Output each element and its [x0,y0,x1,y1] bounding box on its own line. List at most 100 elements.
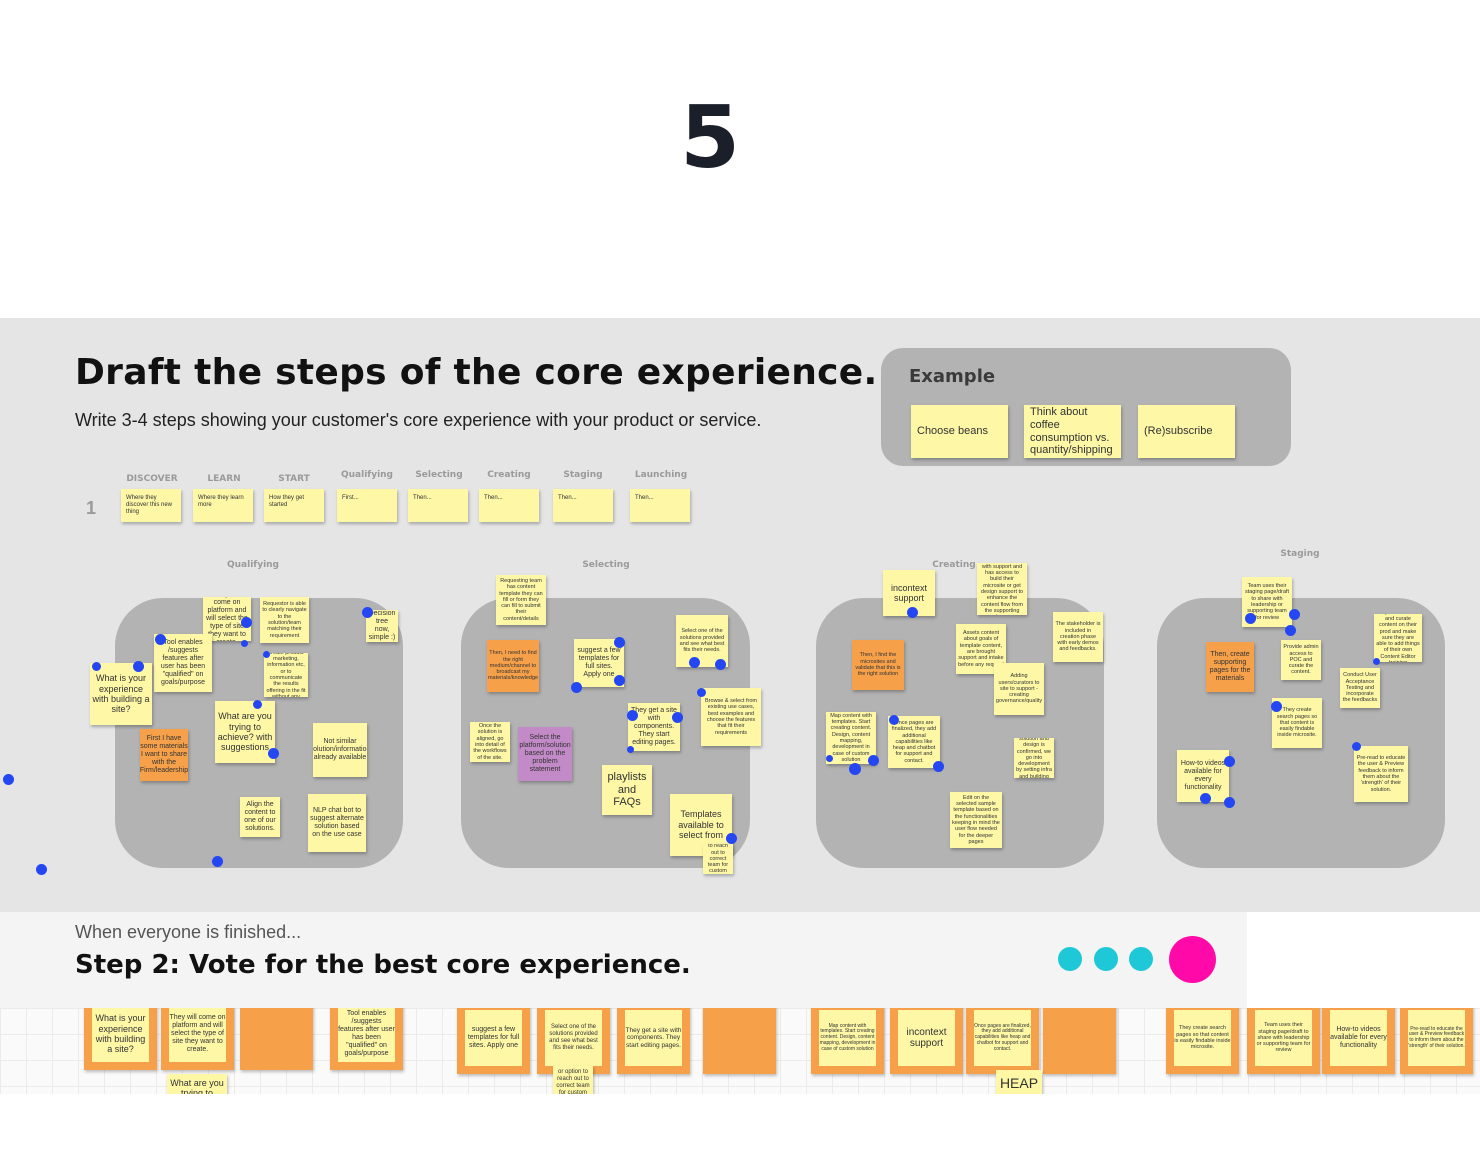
vote-note: Pre-read to educate the user & Preview f… [1408,1010,1465,1066]
sticky-note[interactable]: What is your experience with building a … [90,663,152,725]
vote-dot [614,637,625,648]
journey-note[interactable]: Where they discover this new thing [121,489,181,522]
sticky-note[interactable]: Then, I need to find the right medium/ch… [487,640,539,692]
vote-slot-empty[interactable] [240,1008,313,1070]
vote-slot[interactable]: Select one of the solutions provided and… [537,1008,610,1074]
sticky-note[interactable]: Once the solution is aligned, go into de… [470,722,510,762]
vote-slot[interactable]: Tool enables /suggests features after us… [330,1008,403,1070]
vote-slot[interactable]: They will come on platform and will sele… [161,1008,234,1070]
sticky-note[interactable]: The stakeholder is included in creation … [1053,612,1103,662]
sticky-note[interactable]: Browse & select from existing use cases,… [701,688,761,746]
sticky-note[interactable]: or option to reach out to correct team f… [703,844,733,874]
vote-slot[interactable]: What is your experience with building a … [84,1008,157,1070]
journey-note[interactable]: Then... [553,489,613,522]
vote-indicator-dot-large [1169,936,1216,983]
journey-note[interactable]: Then... [479,489,539,522]
sticky-note[interactable]: First I have some materials I want to sh… [140,729,188,781]
vote-dot [826,755,833,762]
vote-note: How-to videos available for every functi… [1330,1010,1387,1066]
sticky-note[interactable]: Once the solution and design is confirme… [1014,738,1054,778]
journey-note[interactable]: First... [337,489,397,522]
cluster-label-qualifying: Qualifying [226,560,280,570]
vote-slot[interactable]: Pre-read to educate the user & Preview f… [1400,1008,1473,1074]
vote-dot [868,755,879,766]
vote-slot[interactable]: Once pages are finalized, they add addit… [966,1008,1039,1074]
sticky-note[interactable]: incontext support [883,570,935,616]
sticky-note[interactable]: Align the content to one of our solution… [240,797,280,837]
vote-dot [627,746,634,753]
sticky-note[interactable]: If the objective of the site is to creat… [264,653,308,697]
sticky-note[interactable]: Assets content about goals of template c… [956,624,1006,674]
sticky-note[interactable]: NLP chat bot to suggest alternate soluti… [308,794,366,852]
vote-dot [1352,742,1361,751]
vote-slot[interactable]: How-to videos available for every functi… [1322,1008,1395,1074]
vote-dot [1224,756,1235,767]
sticky-note[interactable]: Select one of the solutions provided and… [676,615,728,667]
sticky-note[interactable]: suggest a few templates for full sites. … [574,639,624,687]
sticky-note[interactable]: Help them create and curate content on t… [1374,614,1422,662]
column-label: Staging [563,470,603,480]
sticky-note[interactable]: Requestor is able to clearly navigate to… [260,597,309,643]
sticky-note[interactable]: Then, I find the microsites and validate… [852,640,904,690]
vote-dot [889,715,899,725]
sticky-note[interactable]: Provide admin access to POC and curate t… [1281,640,1321,680]
journey-note[interactable]: Where they learn more [193,489,253,522]
sticky-note[interactable]: Not similar solution/information already… [313,723,367,777]
sticky-note[interactable]: What are you trying to achieve? with sug… [215,701,275,763]
vote-dot [726,833,737,844]
vote-dot [1373,658,1380,665]
example-title: Example [909,366,996,387]
vote-note: Map content with templates. Start creati… [819,1010,876,1066]
journey-note[interactable]: Then... [630,489,690,522]
sticky-note[interactable]: Edit on the selected sample template bas… [950,792,1002,848]
sticky-note[interactable]: Conduct User Acceptance Testing and inco… [1340,668,1380,708]
vote-slot[interactable]: They create search pages so that content… [1166,1008,1239,1074]
example-note[interactable]: Think about coffee consumption vs. quant… [1024,405,1121,458]
step2-title: Step 2: Vote for the best core experienc… [75,950,691,980]
sticky-note[interactable]: playlists and FAQs [602,765,652,815]
vote-extra-note[interactable]: or option to reach out to correct team f… [553,1066,593,1094]
vote-slot[interactable]: Team uses their staging page/draft to sh… [1247,1008,1320,1074]
column-label: Selecting [415,470,463,480]
sticky-note[interactable]: Requesting team has content template the… [496,575,546,625]
board-subheading: Write 3-4 steps showing your customer's … [75,410,762,430]
sticky-note[interactable]: Once pages are finalized, they add addit… [888,716,940,768]
example-note[interactable]: (Re)subscribe [1138,405,1235,458]
sticky-note[interactable]: Select the platform/solution based on th… [518,727,572,781]
vote-note: Team uses their staging page/draft to sh… [1255,1010,1312,1066]
sticky-note[interactable]: Decision tree now, simple :) [366,610,398,642]
vote-dot [268,748,279,759]
vote-dot [241,640,248,647]
sticky-note[interactable]: Team is in touch with support and has ac… [977,563,1027,615]
vote-note: suggest a few templates for full sites. … [465,1010,522,1066]
board-canvas: Draft the steps of the core experience. … [0,318,1480,912]
example-note[interactable]: Choose beans [911,405,1008,458]
vote-slot[interactable]: They get a site with components. They st… [617,1008,690,1074]
voting-area: What is your experience with building a … [0,1008,1480,1094]
step2-section: When everyone is finished... Step 2: Vot… [0,912,1247,1008]
vote-indicator-dot [1094,947,1118,971]
sticky-note[interactable]: Map content with templates. Start creati… [826,712,876,764]
sticky-note[interactable]: Then, create supporting pages for the ma… [1206,642,1254,692]
vote-dot [1289,609,1300,620]
sticky-note[interactable]: They get a site with components. They st… [628,703,680,751]
vote-extra-note[interactable]: HEAP [996,1070,1042,1094]
vote-dot [362,607,373,618]
vote-slot[interactable]: Map content with templates. Start creati… [811,1008,884,1074]
vote-dot [571,682,582,693]
vote-dot [241,617,252,628]
column-label: Creating [487,470,531,480]
vote-slot[interactable]: suggest a few templates for full sites. … [457,1008,530,1074]
column-label: DISCOVER [126,474,178,484]
sticky-note[interactable]: Tool enables /suggests features after us… [154,634,212,692]
vote-slot-empty[interactable] [703,1008,776,1074]
sticky-note[interactable]: Pre-read to educate the user & Preview f… [1354,746,1408,802]
vote-dot [133,661,144,672]
journey-note[interactable]: How they get started [264,489,324,522]
vote-slot[interactable]: incontext support [890,1008,963,1074]
vote-slot-empty[interactable] [1043,1008,1116,1074]
sticky-note[interactable]: Adding users/curators to site to support… [994,663,1044,715]
vote-indicator-dot [1058,947,1082,971]
vote-extra-note[interactable]: What are you trying to [167,1074,227,1094]
journey-note[interactable]: Then... [408,489,468,522]
